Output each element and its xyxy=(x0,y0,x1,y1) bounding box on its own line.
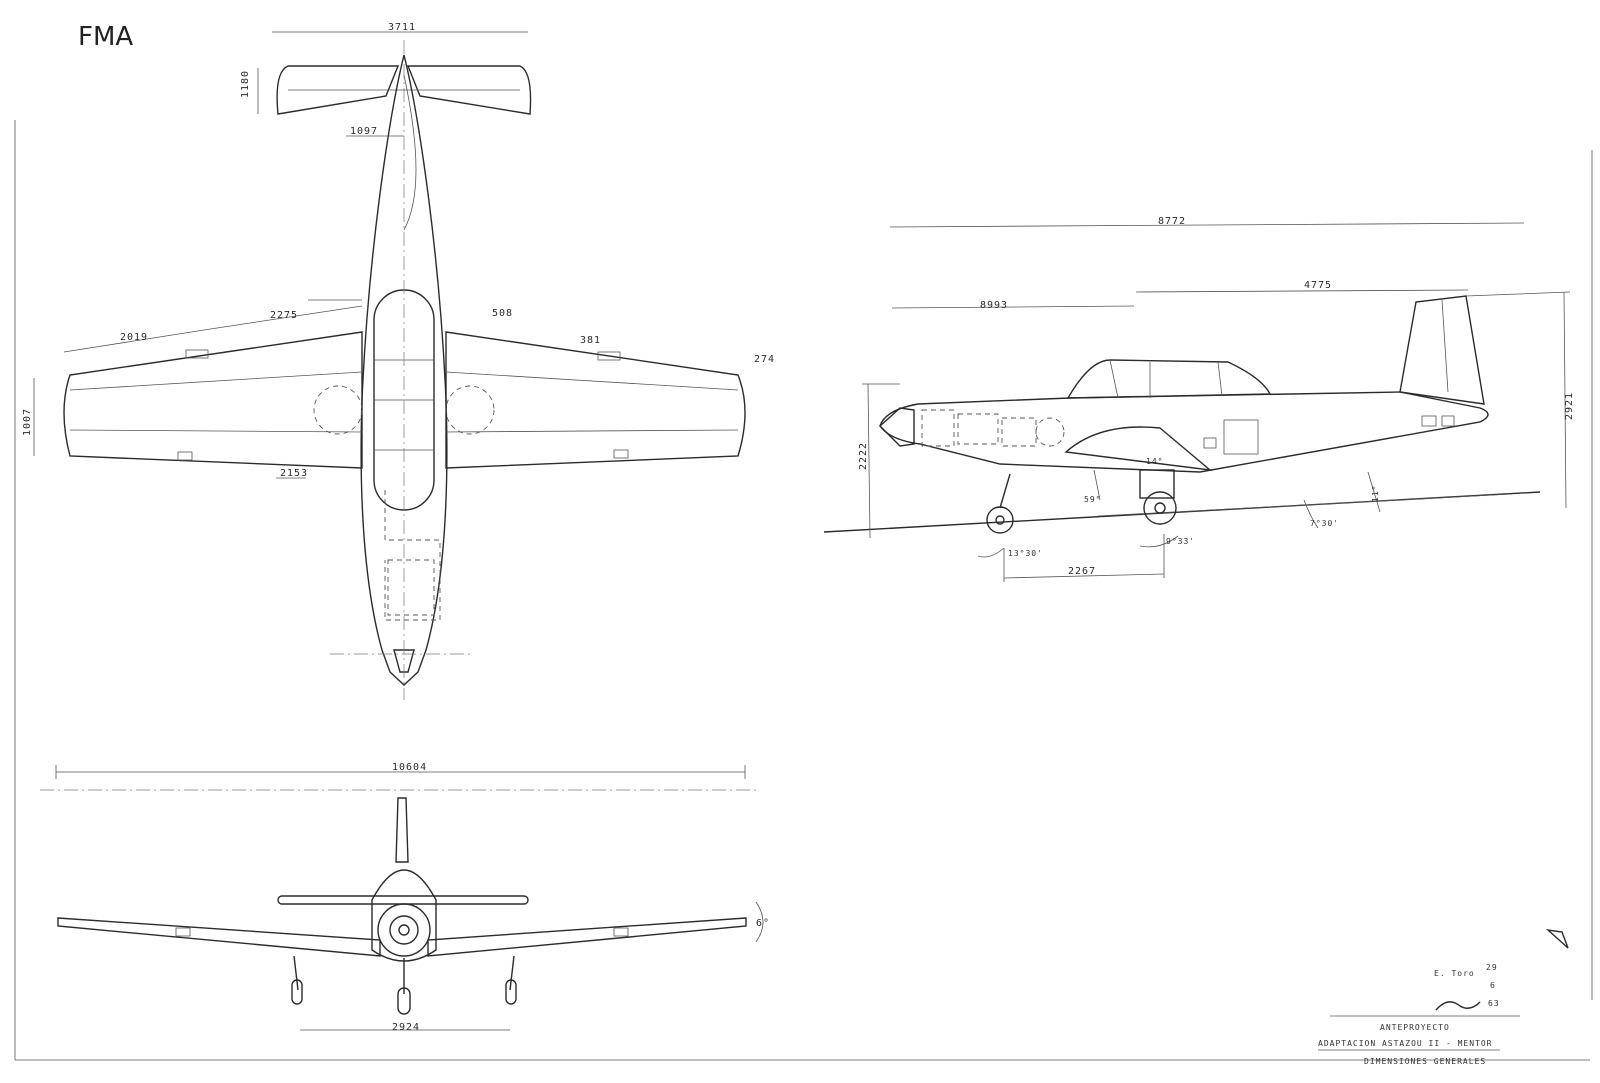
dim-dihedral: 6° xyxy=(756,918,770,929)
nose-gear-side xyxy=(999,473,1011,509)
dim-aileron-a: 508 xyxy=(492,308,513,319)
dim-wing-root: 2153 xyxy=(280,468,308,479)
angle-ground-clear: 11° xyxy=(1371,485,1380,502)
brand-label: FMA xyxy=(78,22,134,52)
title-line-3: DIMENSIONES GENERALES xyxy=(1364,1057,1486,1066)
tailplane-front xyxy=(277,895,529,905)
nose-wheel-side xyxy=(986,506,1014,534)
left-gear-leg xyxy=(293,955,299,991)
main-wheel-side xyxy=(1143,491,1177,525)
nose-wheel-front xyxy=(397,987,411,1015)
left-wheel-well xyxy=(313,385,363,435)
dim-tip: 274 xyxy=(754,354,775,365)
fin-side xyxy=(1399,295,1485,405)
right-wheel-front xyxy=(505,979,517,1005)
dim-wing-inner: 2275 xyxy=(270,310,298,321)
dim-overall-length: 8772 xyxy=(1158,216,1186,227)
dim-overall-line xyxy=(889,222,1525,228)
canopy-side xyxy=(1066,359,1272,399)
engine-block xyxy=(387,559,435,616)
title-line-1: ANTEPROYECTO xyxy=(1380,1023,1450,1032)
right-wing xyxy=(445,331,746,469)
signature xyxy=(1435,1001,1481,1011)
dim-span-total: 10604 xyxy=(392,762,427,773)
spinner-side xyxy=(878,407,915,447)
dim-wheelbase: 2267 xyxy=(1068,566,1096,577)
title-block: E. Toro 29 6 63 ANTEPROYECTO ADAPTACION … xyxy=(1318,928,1569,1066)
top-view: 3711 1180 1097 2019 2275 508 381 274 100… xyxy=(22,22,775,779)
left-wing xyxy=(63,331,363,469)
front-view: 2924 6° xyxy=(40,789,770,1033)
fuselage-plan xyxy=(360,54,448,686)
drawn-by: E. Toro xyxy=(1434,969,1475,978)
dim-aileron-b: 381 xyxy=(580,335,601,346)
fuselage-front xyxy=(371,869,437,962)
dim-tail-span: 3711 xyxy=(388,22,416,33)
dim-prop-height: 2222 xyxy=(858,442,869,470)
dim-tail-offset: 1097 xyxy=(350,126,378,137)
arrow-mark xyxy=(1545,928,1569,949)
title-line-2: ADAPTACION ASTAZOU II - MENTOR xyxy=(1318,1039,1493,1048)
angle-nose: 13°30' xyxy=(1008,549,1043,558)
dim-nose-to-cg: 8993 xyxy=(980,300,1008,311)
dim-tip-chord: 1007 xyxy=(22,408,33,436)
main-gear-fairing xyxy=(1139,469,1175,499)
dim-tail-chord: 1180 xyxy=(240,70,251,98)
fin-front xyxy=(395,797,409,863)
right-wheel-well xyxy=(445,385,495,435)
rudder-outline xyxy=(403,74,417,231)
right-wing-front xyxy=(427,917,747,957)
right-gear-leg xyxy=(509,955,515,991)
access-panel xyxy=(1223,419,1259,455)
dim-wheelbase-line xyxy=(1003,573,1165,579)
engine-side xyxy=(921,409,955,447)
left-tailplane xyxy=(276,65,400,115)
angle-fuselage: 14° xyxy=(1146,457,1163,466)
angle-gear: 59° xyxy=(1084,495,1101,504)
dim-wing-outer: 2019 xyxy=(120,332,148,343)
dim-tail-arm: 4775 xyxy=(1304,280,1332,291)
right-tailplane xyxy=(406,65,532,115)
engine-outline xyxy=(384,490,441,621)
dim-height: 2921 xyxy=(1564,392,1575,420)
left-wing-front xyxy=(57,917,381,957)
spinner-front xyxy=(389,915,419,945)
cowling-front xyxy=(377,903,431,957)
left-wheel-front xyxy=(291,979,303,1005)
dim-track: 2924 xyxy=(392,1022,420,1033)
spinner-plan xyxy=(393,649,415,673)
angle-main: 9°33' xyxy=(1166,537,1195,546)
date-year: 63 xyxy=(1488,999,1500,1008)
date-month: 6 xyxy=(1490,981,1496,990)
fuselage-side xyxy=(879,391,1489,473)
side-view: 8772 8993 4775 2921 2222 2267 13°30' 9°3… xyxy=(823,216,1575,582)
wing-fairing-side xyxy=(1064,426,1213,471)
angle-ground: 7°30' xyxy=(1310,519,1339,528)
date-day: 29 xyxy=(1486,963,1498,972)
